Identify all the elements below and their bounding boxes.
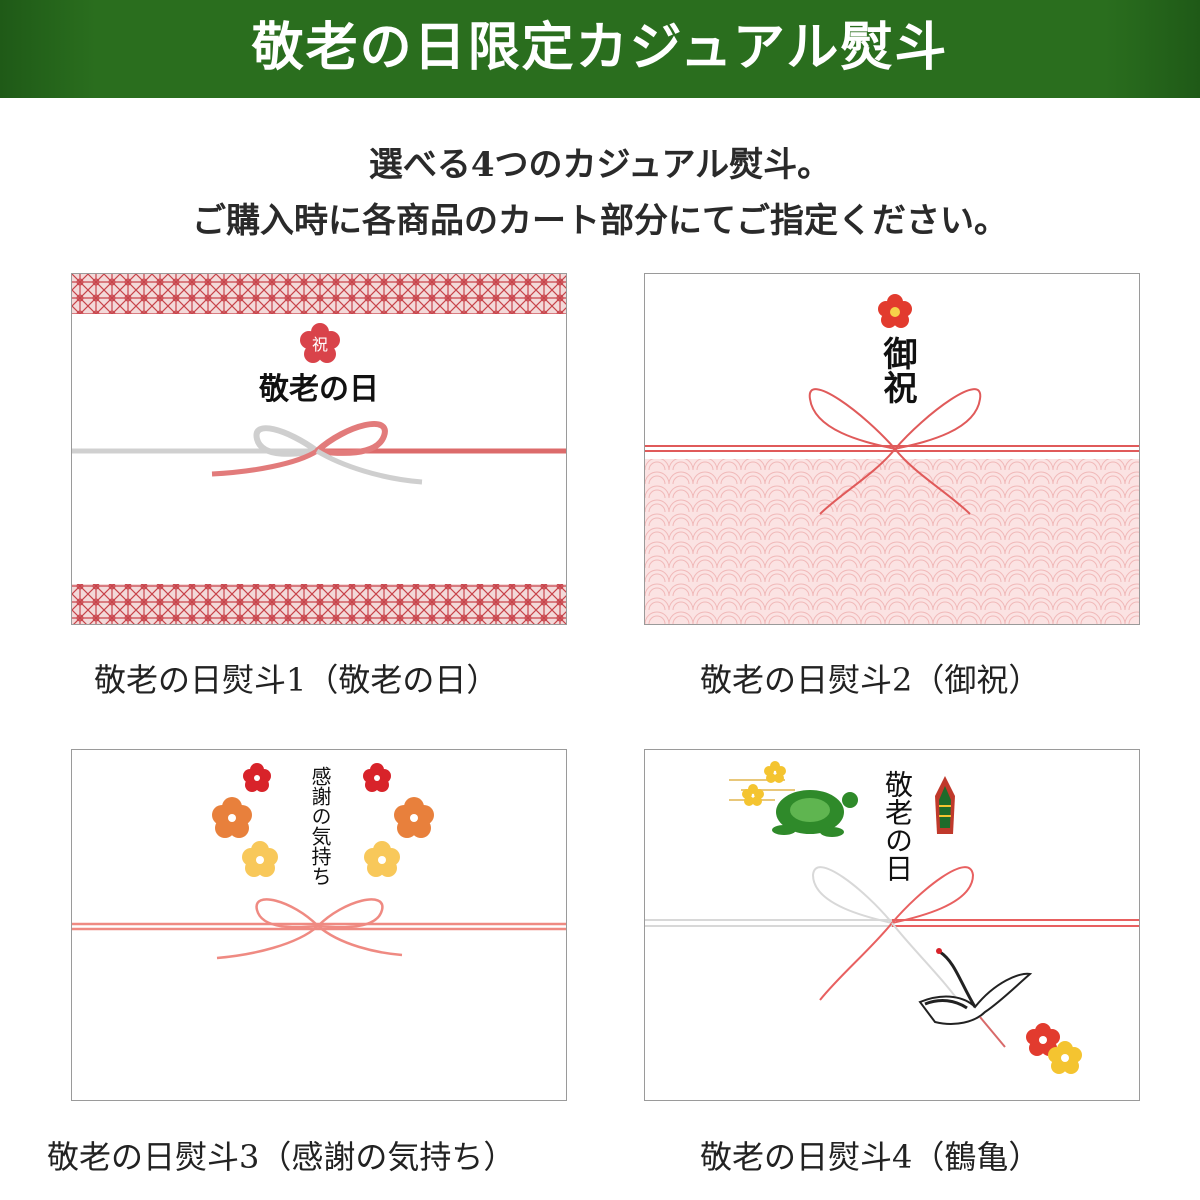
flower-badge-icon <box>300 323 340 363</box>
wave-pattern-area <box>645 459 1139 624</box>
turtle-icon <box>772 790 858 837</box>
intro-line-1: 選べる4つのカジュアル熨斗。 <box>368 145 832 185</box>
noshi-card-4-art <box>645 761 1139 1074</box>
caption-4: 敬老の日熨斗4（鶴亀） <box>700 1138 1041 1176</box>
plum-flower-red-left-icon <box>243 763 271 792</box>
noshi-card-2-art <box>645 294 1139 624</box>
banner-title: 敬老の日限定カジュアル熨斗 <box>251 17 949 78</box>
plum-flower-red-right-icon <box>363 763 391 792</box>
noshi-card-4[interactable]: 敬老の日 <box>644 749 1140 1101</box>
crane-icon <box>918 948 1033 1048</box>
caption-3: 敬老の日熨斗3（感謝の気持ち） <box>47 1138 516 1176</box>
yellow-flower-icon <box>764 761 786 783</box>
noshi-card-1-art <box>72 274 566 624</box>
noshi-card-3[interactable]: 感謝の気持ち <box>71 749 567 1101</box>
bottom-pattern-band <box>72 584 566 624</box>
plum-flower-yellow-left-icon <box>242 841 278 877</box>
noshi-card-1[interactable]: 祝 敬老の日 <box>71 273 567 625</box>
header-banner <box>0 0 1200 98</box>
plum-flower-yellow-right-icon <box>364 841 400 877</box>
noshi-card-3-art <box>72 763 566 960</box>
noshi-inscription: 敬老の日 <box>259 372 379 407</box>
mizuhiki-cord <box>72 898 566 960</box>
mizuhiki-cord <box>645 866 1139 1011</box>
plum-flower-orange-left-icon <box>212 797 252 838</box>
mizuhiki-cord <box>645 388 1139 515</box>
plum-flower-icon <box>878 294 912 328</box>
plum-flower-orange-right-icon <box>394 797 434 838</box>
top-pattern-band <box>72 274 566 314</box>
noshi-ornament-icon <box>935 776 955 834</box>
plum-flower-yellow-icon <box>1048 1041 1082 1074</box>
noshi-inscription: 感謝の気持ち <box>308 766 332 886</box>
noshi-inscription: 御祝 <box>877 336 917 404</box>
intro-line-2: ご購入時に各商品のカート部分にてご指定ください。 <box>192 201 1008 241</box>
mizuhiki-cord <box>72 420 566 485</box>
badge-label: 祝 <box>311 335 328 354</box>
caption-2: 敬老の日熨斗2（御祝） <box>700 661 1041 699</box>
yellow-flower-icon <box>742 784 764 806</box>
noshi-inscription: 敬老の日 <box>881 770 914 882</box>
caption-1: 敬老の日熨斗1（敬老の日） <box>94 661 499 699</box>
noshi-card-2[interactable]: 御祝 <box>644 273 1140 625</box>
